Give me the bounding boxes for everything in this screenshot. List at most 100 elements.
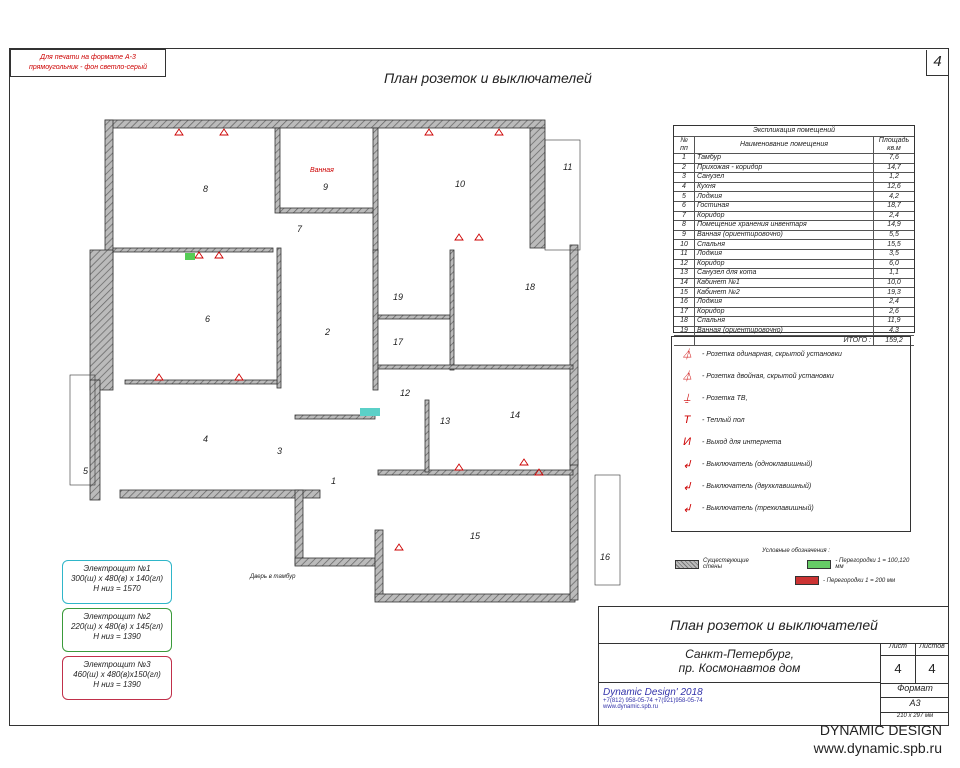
conventions: Условные обозначения : Существующие стен… <box>673 548 919 594</box>
company-site: www.dynamic.spb.ru <box>603 704 659 710</box>
svg-text:14: 14 <box>510 410 520 420</box>
legend-symbol-icon: ⍊ <box>683 391 691 404</box>
svg-text:6: 6 <box>205 314 210 324</box>
svg-text:2: 2 <box>324 327 330 337</box>
shield-marker-2 <box>185 253 195 260</box>
svg-text:7: 7 <box>297 224 303 234</box>
col-num: № пп <box>674 137 695 154</box>
door-label: Дверь в тамбур <box>249 574 296 580</box>
print-note-line1: Для печати на формате А-3 <box>40 54 136 61</box>
svg-text:1: 1 <box>331 476 336 486</box>
legend-label: - Теплый пол <box>702 416 745 424</box>
svg-text:15: 15 <box>470 531 481 541</box>
legend-label: - Розетка двойная, скрытой установки <box>702 372 834 380</box>
conv-partition1: - Перегородки 1 = 100,120 мм <box>835 558 910 570</box>
page-title: План розеток и выключателей <box>384 70 592 86</box>
svg-text:17: 17 <box>393 337 404 347</box>
legend-label: - Выключатель (двухклавишный) <box>702 482 812 490</box>
explication-header: Экспликация помещений <box>674 126 914 137</box>
svg-text:19: 19 <box>393 292 403 302</box>
footer-site: www.dynamic.spb.ru <box>813 740 942 756</box>
shield-marker-1 <box>360 408 380 416</box>
format-size: 210 x 297 мм <box>896 713 934 719</box>
legend-label: - Розетка одинарная, скрытой установки <box>702 350 842 358</box>
walls <box>89 119 579 603</box>
sheet-label: Лист <box>881 643 916 656</box>
sheets-value: 4 <box>928 661 936 676</box>
legend: ⏃- Розетка одинарная, скрытой установки⏃… <box>671 336 911 532</box>
legend-item: Т- Теплый пол <box>672 411 745 429</box>
conv-partition2: - Перегородки 1 = 200 мм <box>823 577 896 584</box>
legend-item: ⍊ - Розетка ТВ, <box>672 389 748 407</box>
conventions-header: Условные обозначения : <box>762 548 830 554</box>
room-numbers: 8 9 10 11 7 6 2 19 18 17 12 13 14 4 3 5 … <box>83 162 610 562</box>
svg-text:3: 3 <box>277 446 282 456</box>
sheets-label: Листов <box>915 643 949 656</box>
format-value: А3 <box>881 698 949 713</box>
title-block-title: План розеток и выключателей <box>599 607 949 644</box>
legend-item: ⏃ - Розетка двойная, скрытой установки <box>672 367 834 385</box>
bath-label: Ванная <box>310 167 334 174</box>
legend-symbol-icon: ↲ <box>682 502 692 515</box>
conv-existing: Существующие стены <box>702 558 749 570</box>
legend-symbol-icon: ↲ <box>682 458 692 471</box>
svg-text:16: 16 <box>600 552 610 562</box>
legend-item: ↲ - Выключатель (одноклавишный) <box>672 455 812 473</box>
print-note: Для печати на формате А-3 прямоугольник … <box>10 49 166 77</box>
svg-text:5: 5 <box>83 466 89 476</box>
company: Dynamic Design' 2018 <box>603 687 703 698</box>
svg-text:4: 4 <box>203 434 208 444</box>
svg-text:12: 12 <box>400 388 410 398</box>
svg-text:18: 18 <box>525 282 535 292</box>
legend-item: И- Выход для интернета <box>672 433 781 451</box>
floor-plan: 8 9 10 11 7 6 2 19 18 17 12 13 14 4 3 5 … <box>69 119 621 603</box>
col-area: Площадь кв.м <box>873 137 914 154</box>
location-line1: Санкт-Петербург, <box>685 647 794 661</box>
legend-label: - Розетка ТВ, <box>702 394 748 402</box>
location-line2: пр. Космонавтов дом <box>678 661 801 675</box>
explication-col-header: № пп Наименование помещения Площадь кв.м <box>674 137 914 154</box>
legend-symbol-icon: ↲ <box>682 480 692 493</box>
svg-text:8: 8 <box>203 184 208 194</box>
print-note-line2: прямоугольник - фон светло-серый <box>29 64 147 71</box>
total-label: ИТОГО : <box>694 335 874 346</box>
legend-label: - Выключатель (трехклавишный) <box>702 504 814 512</box>
format-label: Формат <box>881 683 949 698</box>
total-value: 159,2 <box>873 335 914 346</box>
svg-text:10: 10 <box>455 179 465 189</box>
legend-label: - Выход для интернета <box>702 438 782 446</box>
sheet-value: 4 <box>881 655 916 683</box>
footer-brand: DYNAMIC DESIGN <box>819 722 942 738</box>
legend-symbol-icon: ⏃ <box>681 349 693 361</box>
legend-item: ⏃ - Розетка одинарная, скрытой установки <box>672 345 842 363</box>
legend-symbol-icon: ⏃ <box>681 371 693 383</box>
phones: +7(812) 958-05-74 +7(921)958-05-74 <box>603 698 703 704</box>
explication-table: Экспликация помещений № пп Наименование … <box>673 125 915 346</box>
svg-text:9: 9 <box>323 182 328 192</box>
legend-label: - Выключатель (одноклавишный) <box>702 460 813 468</box>
title-block: План розеток и выключателей Санкт-Петерб… <box>598 606 949 727</box>
outlet-markers <box>154 128 544 551</box>
explication-total: ИТОГО : 159,2 <box>674 335 914 346</box>
legend-item: ↲ - Выключатель (двухклавишный) <box>672 477 811 495</box>
drawing-sheet <box>9 48 949 726</box>
